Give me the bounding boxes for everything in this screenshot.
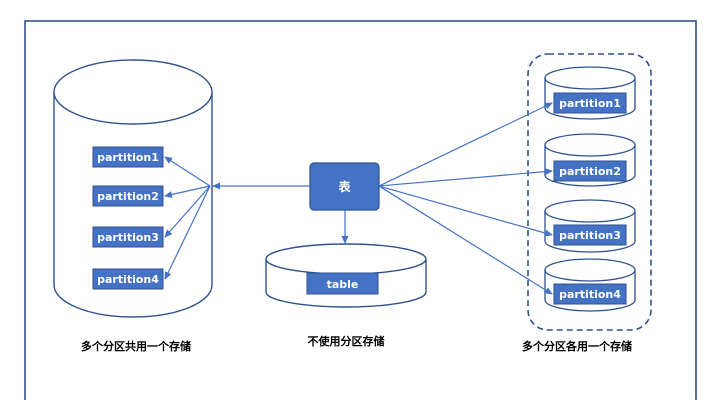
arrow-table-to-right-partition-2 <box>378 168 553 187</box>
right-partition-label-1: partition1 <box>559 97 621 110</box>
right-partition-box-1: partition1 <box>553 92 627 114</box>
left-partition-box-4: partition4 <box>92 268 164 290</box>
right-partition-box-4: partition4 <box>553 283 627 305</box>
arrow-hub-to-left-partition-3 <box>164 185 211 238</box>
shared-cylinder-top <box>53 59 213 125</box>
right-partition-label-4: partition4 <box>559 288 621 301</box>
arrow-table-to-right-partition-1 <box>378 102 553 187</box>
right-partition-box-3: partition3 <box>553 224 627 246</box>
arrow-table-to-right-partition-4 <box>378 185 553 295</box>
table-node-label: 表 <box>337 179 351 194</box>
left-partition-label-1: partition1 <box>97 151 159 164</box>
right-caption: 多个分区各用一个存储 <box>522 339 632 353</box>
arrow-table-to-right-partition-3 <box>378 185 553 237</box>
outer-frame <box>24 20 697 404</box>
left-partition-box-1: partition1 <box>92 146 164 168</box>
arrow-hub-to-left-partition-4 <box>164 185 211 280</box>
single-storage-label: table <box>327 278 359 291</box>
right-partition-box-2: partition2 <box>553 160 627 182</box>
separate-storage-group <box>527 53 652 331</box>
left-partition-label-2: partition2 <box>97 190 159 203</box>
left-partition-label-3: partition3 <box>97 231 159 244</box>
right-partition-label-3: partition3 <box>559 229 621 242</box>
center-caption: 不使用分区存储 <box>308 334 385 348</box>
left-caption: 多个分区共用一个存储 <box>81 339 191 353</box>
left-partition-box-3: partition3 <box>92 226 164 248</box>
left-partition-label-4: partition4 <box>97 273 159 286</box>
arrow-hub-to-left-partition-2 <box>164 185 211 198</box>
single-cylinder-top <box>265 243 427 275</box>
single-storage-box: table <box>306 272 379 295</box>
left-partition-box-2: partition2 <box>92 185 164 207</box>
table-node: 表 <box>309 162 380 211</box>
arrow-hub-to-left-partition-1 <box>164 156 211 187</box>
right-partition-label-2: partition2 <box>559 165 621 178</box>
